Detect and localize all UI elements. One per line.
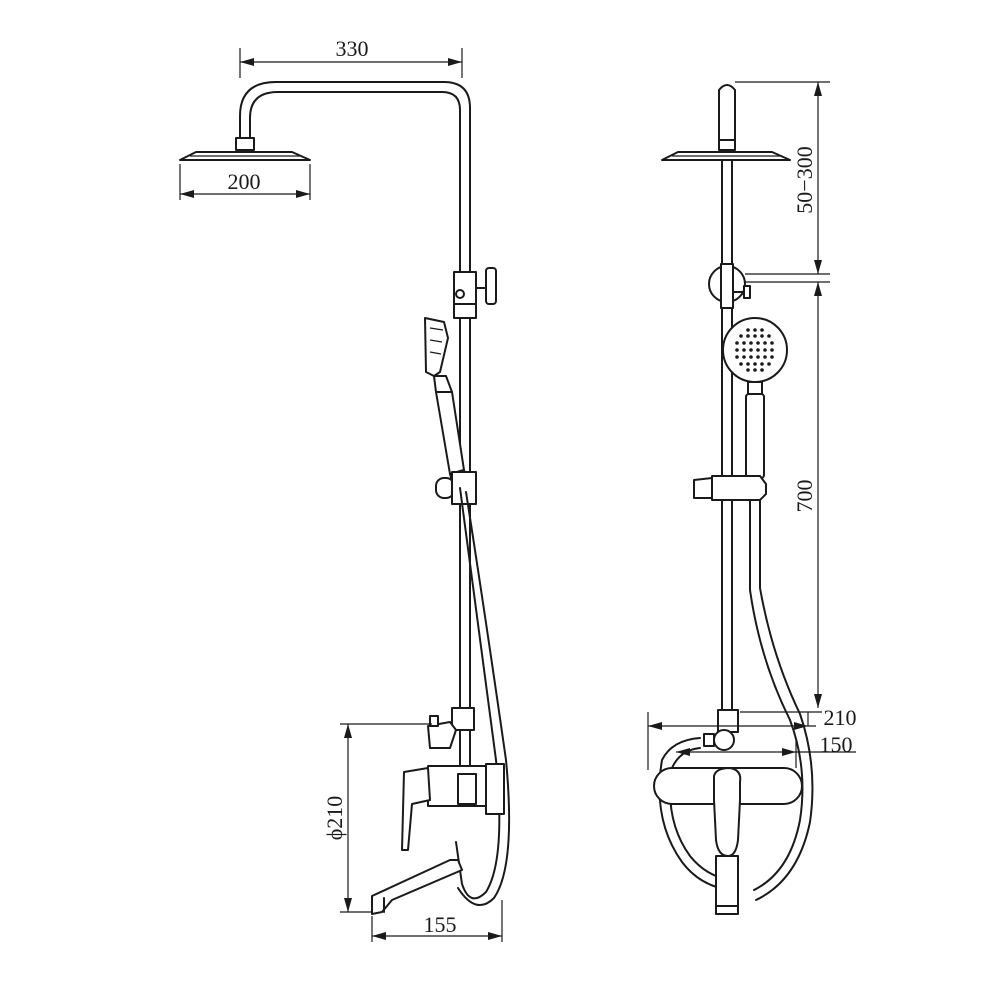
- hose-loop-left-inner: [669, 747, 731, 881]
- diverter-pin-front: [703, 733, 715, 747]
- dim-210-label: 210: [824, 705, 857, 730]
- slider-knob-front: [693, 477, 713, 499]
- dimension-150: 150: [676, 732, 856, 768]
- side-view: [179, 81, 511, 915]
- hose-outer: [455, 487, 501, 900]
- hand-shower-face: [722, 317, 788, 383]
- dim-150-label: 150: [820, 732, 853, 757]
- dim-155-label: 155: [424, 912, 457, 937]
- handle-neck: [747, 381, 763, 395]
- dimension-phi210: ϕ210: [322, 723, 432, 913]
- overhead-arm: [239, 81, 471, 271]
- slider-holder-front: [711, 475, 767, 501]
- spout-front: [715, 855, 739, 913]
- dimension-200: 200: [179, 164, 311, 200]
- hose-outlet: [457, 773, 477, 805]
- dim-50-300-label: 50−300: [792, 146, 817, 213]
- dimension-700: 700: [745, 281, 830, 708]
- dim-200-label: 200: [228, 169, 261, 194]
- clamp-bar-front: [720, 263, 734, 309]
- dimension-330: 330: [239, 36, 463, 78]
- diverter-knob-front: [713, 729, 735, 751]
- rain-head-connector: [235, 137, 255, 151]
- clamp-knob: [485, 267, 497, 305]
- hose-front-outer: [749, 499, 804, 891]
- height-clamp: [453, 271, 477, 305]
- lower-connector: [451, 707, 475, 731]
- spout-side: [371, 859, 463, 915]
- hand-shower-side: [424, 317, 469, 489]
- rain-connector-front: [718, 139, 736, 151]
- clamp-collar: [453, 303, 477, 319]
- wall-flange: [485, 763, 505, 815]
- rain-arm-front: [718, 84, 736, 141]
- spray-nozzles: [735, 328, 774, 372]
- mixer-lever-front: [713, 767, 742, 857]
- mixer-lever-side: [401, 767, 431, 851]
- dim-330-label: 330: [336, 36, 369, 61]
- spout-tip-front: [715, 905, 739, 915]
- slider-holder: [451, 471, 477, 505]
- diverter-body: [427, 721, 457, 749]
- dimension-50-300: 50−300: [735, 81, 830, 275]
- hose-front-inner: [755, 499, 814, 901]
- hose-loop-left: [658, 737, 731, 891]
- front-view: [653, 84, 814, 915]
- dim-700-label: 700: [792, 480, 817, 513]
- dim-phi210-label: ϕ210: [322, 796, 347, 841]
- diverter-pin: [429, 715, 439, 727]
- dimension-210: 210: [647, 705, 857, 770]
- hand-shower-handle: [745, 393, 765, 479]
- lower-connector-front: [717, 709, 739, 733]
- hose-inner: [457, 491, 511, 907]
- overhead-arm-inner: [249, 91, 461, 271]
- dimension-155: 155: [371, 900, 503, 942]
